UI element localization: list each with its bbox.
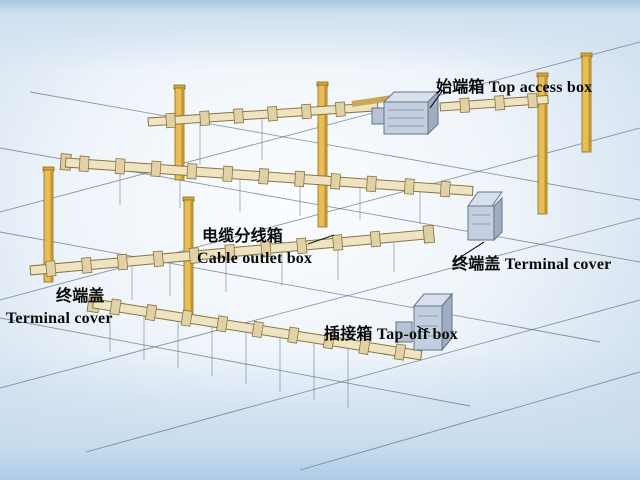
busway-third-run xyxy=(29,224,436,277)
busway-second-run xyxy=(59,153,474,198)
busway-bottom-run xyxy=(86,293,423,361)
label-tap-off-box: 插接箱 Tap-off box xyxy=(324,326,458,343)
top-access-box xyxy=(371,90,440,136)
column xyxy=(173,84,186,181)
label-terminal-cover-right: 终端盖 Terminal cover xyxy=(452,256,612,273)
column xyxy=(316,81,329,228)
busway-top-run xyxy=(147,101,379,129)
tap-off-box xyxy=(395,292,454,352)
busway-top-run-right xyxy=(439,92,549,114)
hanger-rods xyxy=(109,112,421,408)
column xyxy=(536,72,549,215)
column xyxy=(42,166,55,283)
label-cable-outlet-box-zh: 电缆分线箱 xyxy=(202,228,284,245)
label-cable-outlet-box-en: Cable outlet box xyxy=(197,250,313,267)
label-top-access-box: 始端箱 Top access box xyxy=(436,79,593,96)
leader-lines xyxy=(307,89,485,334)
label-terminal-cover-left-zh: 终端盖 xyxy=(56,288,105,305)
column xyxy=(580,52,593,153)
label-terminal-cover-left-en: Terminal cover xyxy=(6,310,113,327)
terminal-cover-box-right xyxy=(467,191,503,242)
